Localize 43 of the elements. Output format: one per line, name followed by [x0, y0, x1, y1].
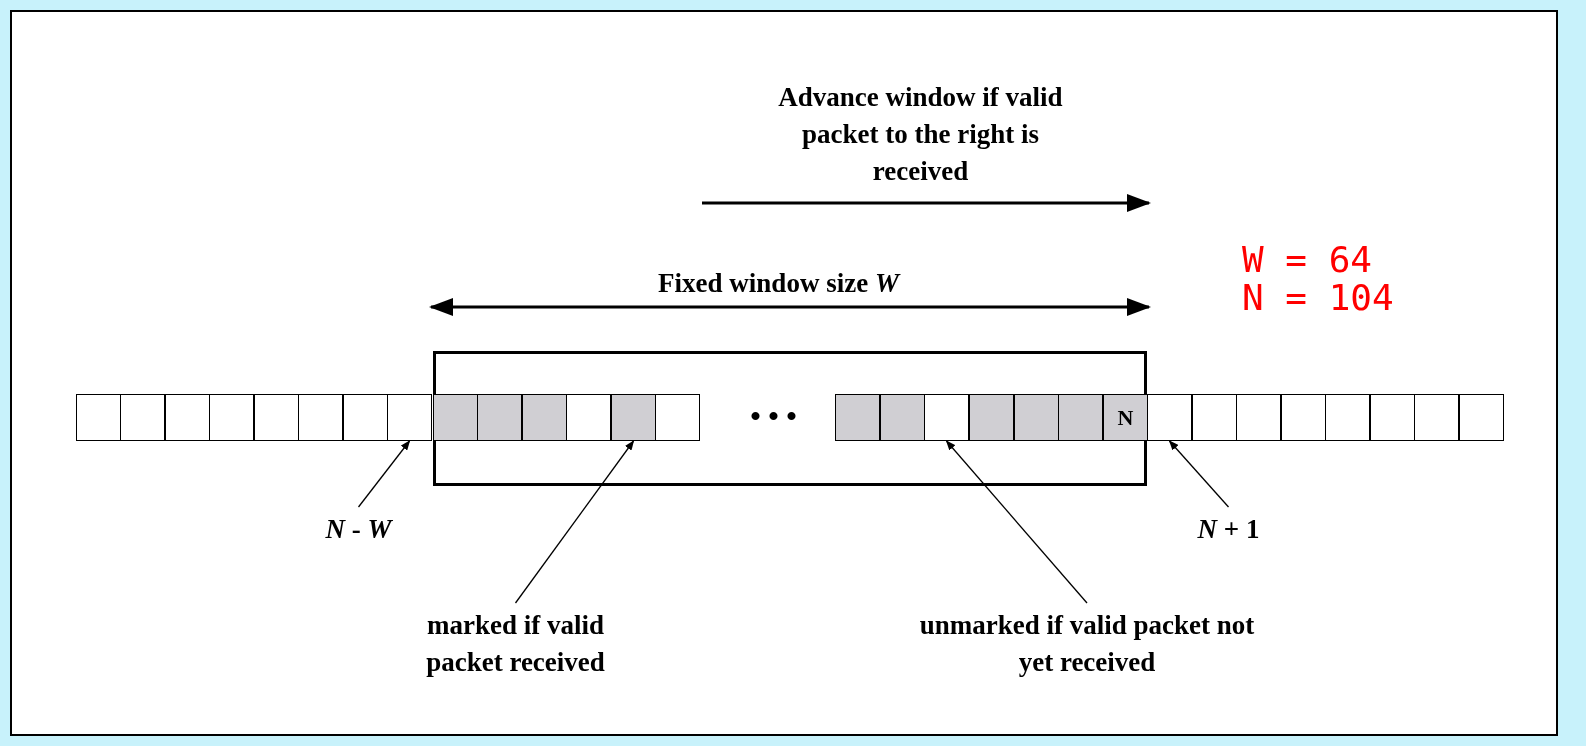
packet-slot — [655, 394, 700, 441]
packet-slot — [611, 394, 656, 441]
packet-slot — [880, 394, 925, 441]
packet-slot — [1325, 394, 1370, 441]
packet-slot — [1147, 394, 1192, 441]
leader-line — [1168, 440, 1230, 508]
direction-caption: Advance window if valid packet to the right is received — [777, 81, 1064, 188]
annotation-text: marked if valid packet received — [389, 607, 642, 681]
packet-slot — [924, 394, 969, 441]
packet-slot — [1058, 394, 1103, 441]
window-frame — [433, 351, 1147, 486]
packet-slot — [1192, 394, 1237, 441]
packet-slot — [254, 394, 299, 441]
packet-slot — [433, 394, 478, 441]
annotation-text: N + 1 — [1173, 511, 1284, 548]
dimension-label: Fixed window size W — [657, 267, 902, 300]
annotation-text: unmarked if valid packet not yet received — [905, 607, 1269, 681]
packet-slot — [522, 394, 567, 441]
packet-slot — [969, 394, 1014, 441]
packet-slot — [120, 394, 165, 441]
leader-line — [945, 440, 1088, 604]
parameter-text: N = 104 — [1242, 279, 1395, 317]
packet-slot — [1014, 394, 1059, 441]
packet-slot — [835, 394, 880, 441]
leader-line — [514, 440, 635, 604]
packet-slot — [1414, 394, 1459, 441]
packet-slot — [1236, 394, 1281, 441]
packet-slot: N — [1103, 394, 1148, 441]
packet-slot — [1459, 394, 1504, 441]
ellipsis-text: • • • — [749, 398, 798, 434]
packet-slot — [76, 394, 121, 441]
packet-slot — [387, 394, 432, 441]
packet-slot — [477, 394, 522, 441]
packet-slot — [343, 394, 388, 441]
packet-slot — [209, 394, 254, 441]
packet-slot — [1370, 394, 1415, 441]
packet-slot — [566, 394, 611, 441]
packet-slot — [298, 394, 343, 441]
annotation-text: N - W — [303, 511, 414, 548]
parameter-text: W = 64 — [1242, 241, 1374, 279]
packet-slot — [1281, 394, 1326, 441]
packet-slot — [165, 394, 210, 441]
leader-line — [357, 440, 411, 508]
